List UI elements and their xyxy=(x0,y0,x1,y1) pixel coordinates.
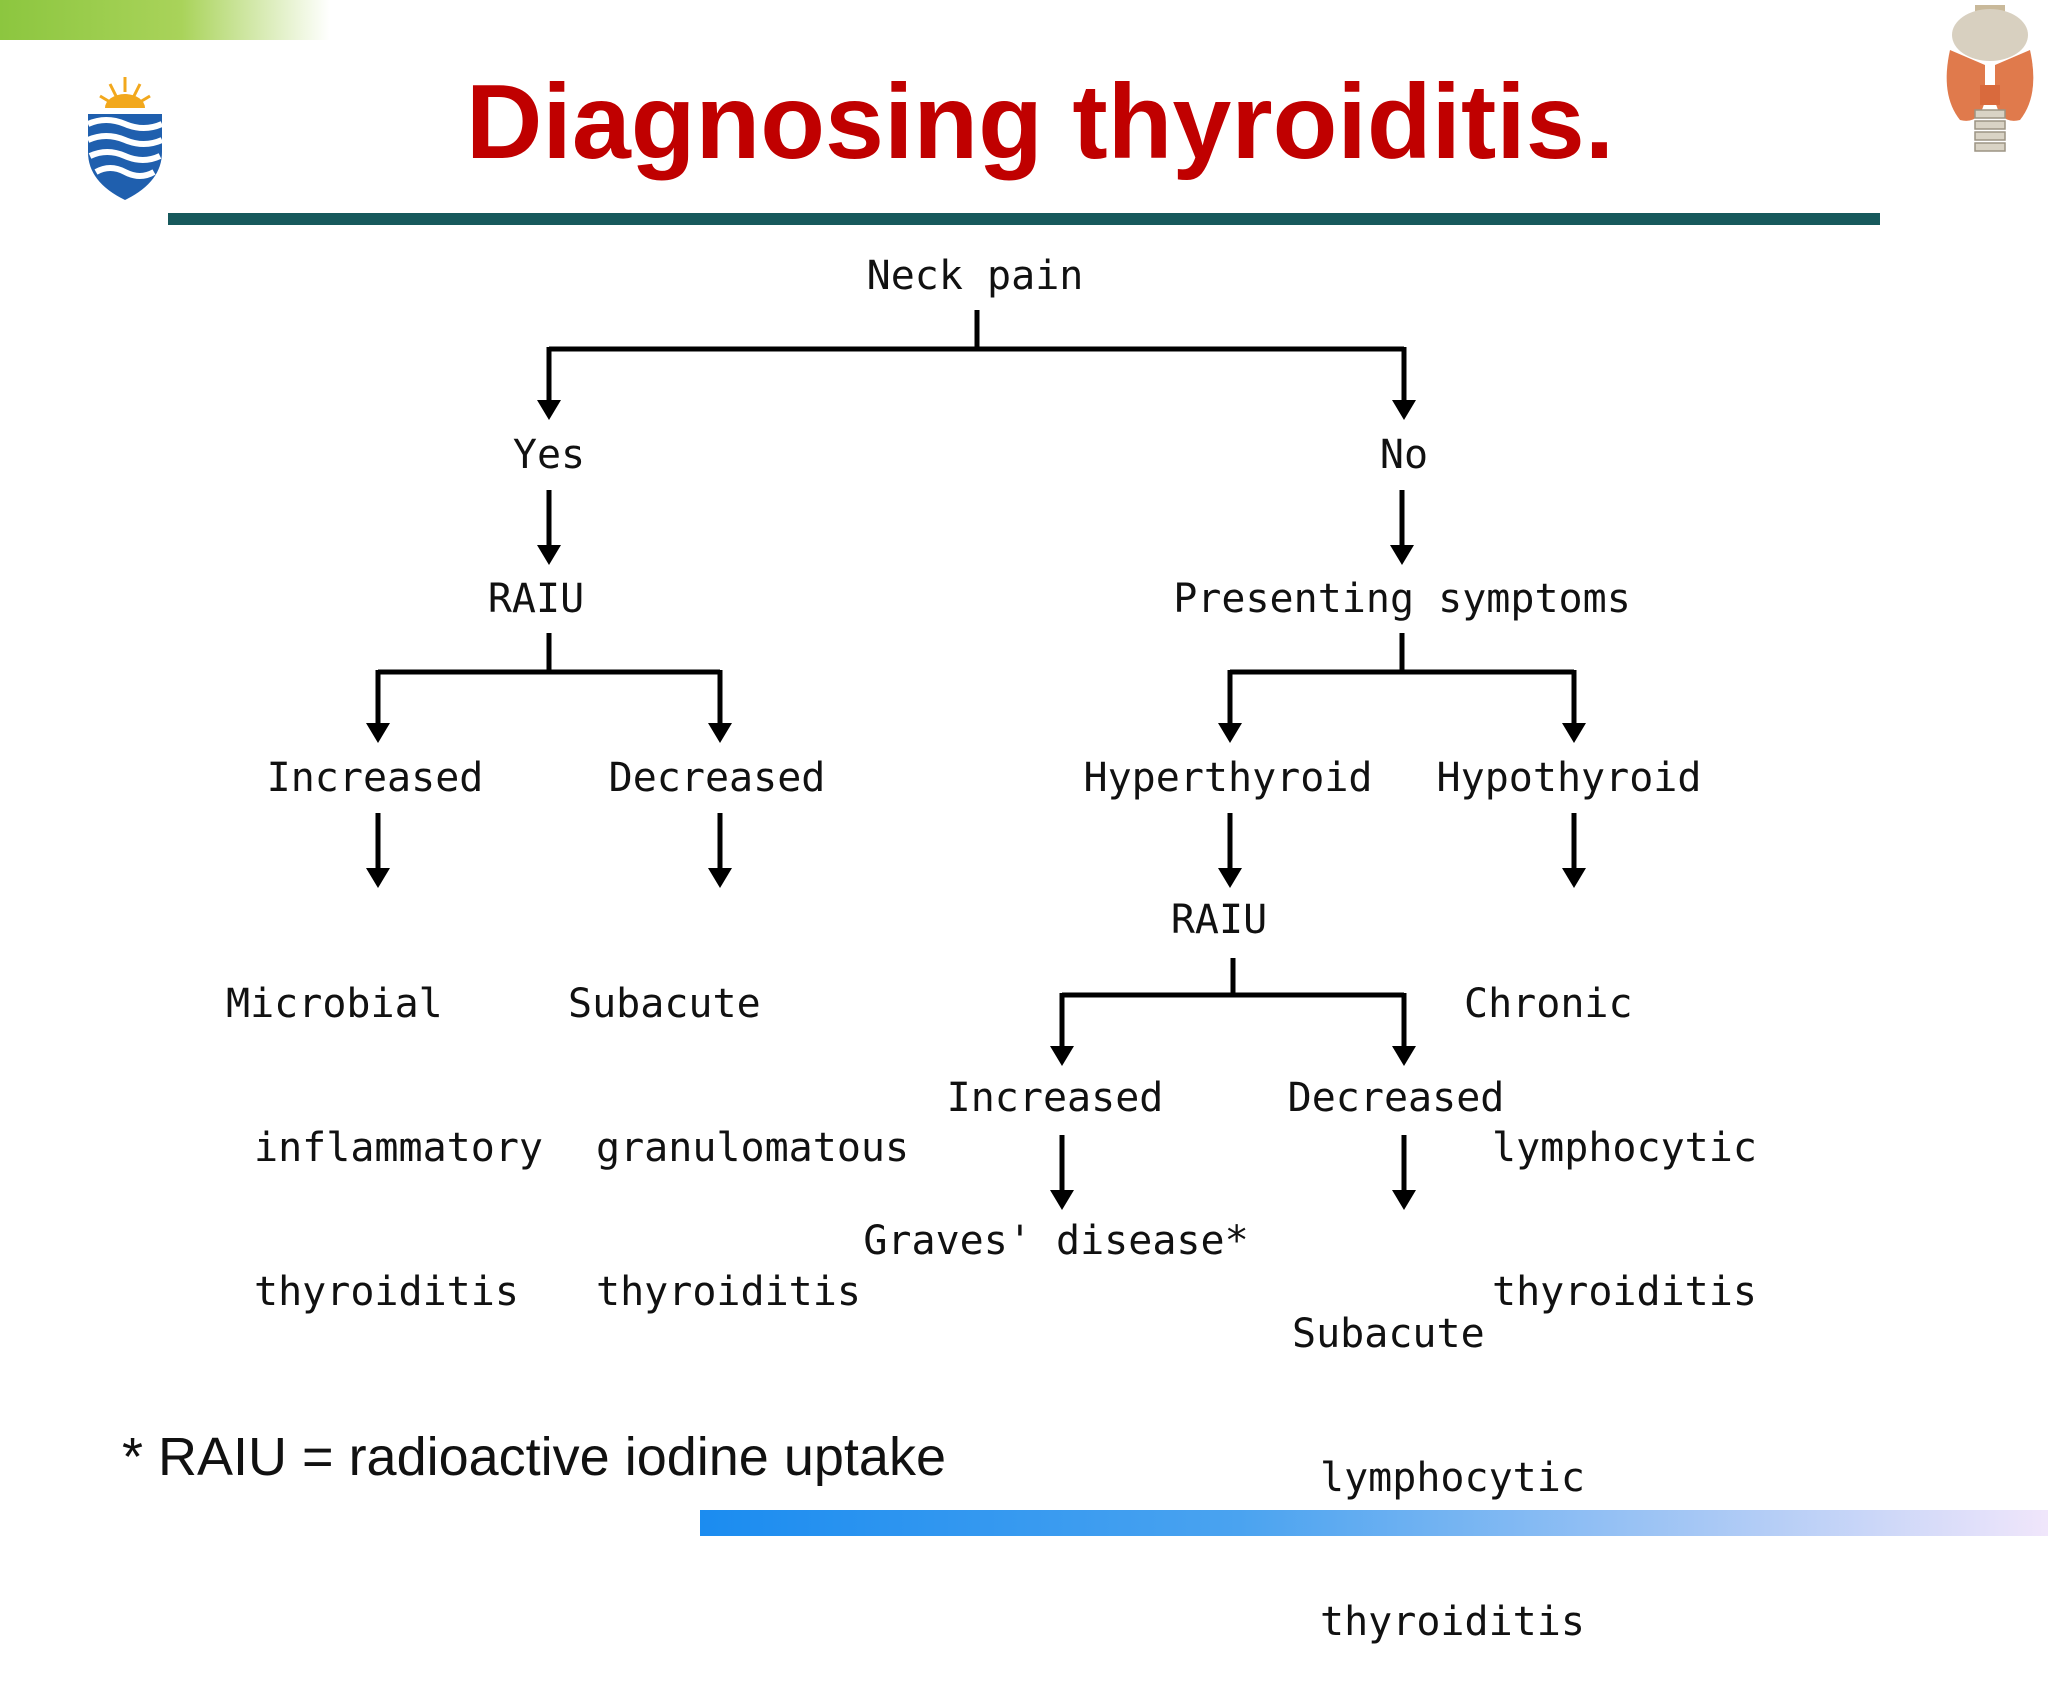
node-text-line: Subacute xyxy=(568,981,761,1027)
slide-title: Diagnosing thyroiditis. xyxy=(465,63,1615,181)
arrowheads xyxy=(366,400,1586,1210)
node-decreased-left: Decreased xyxy=(608,755,826,801)
node-subacute-granulomatous-thyroiditis: Subacute granulomatous thyroiditis xyxy=(568,884,909,1364)
node-graves-disease: Graves' disease* xyxy=(863,1218,1249,1264)
thyroid-anatomy-icon xyxy=(1946,5,2034,152)
node-text-line: lymphocytic xyxy=(1320,1455,1585,1501)
university-shield-logo-icon xyxy=(86,77,164,200)
node-presenting-symptoms: Presenting symptoms xyxy=(1173,576,1631,622)
bottom-accent-bar xyxy=(700,1510,2048,1536)
node-text-line: thyroiditis xyxy=(1492,1269,1757,1315)
node-text-line: Microbial xyxy=(226,981,443,1027)
node-text-line: Chronic xyxy=(1464,981,1633,1027)
node-chronic-lymphocytic-thyroiditis: Chronic lymphocytic thyroiditis xyxy=(1464,884,1757,1364)
node-text-line: lymphocytic xyxy=(1492,1125,1757,1171)
node-text-line: Subacute xyxy=(1292,1311,1485,1357)
node-decreased-right: Decreased xyxy=(1287,1075,1505,1121)
node-text-line: thyroiditis xyxy=(254,1269,519,1315)
raiu-footnote: * RAIU = radioactive iodine uptake xyxy=(122,1427,946,1487)
node-subacute-lymphocytic-thyroiditis: Subacute lymphocytic thyroiditis xyxy=(1292,1214,1585,1694)
node-text-line: inflammatory xyxy=(254,1125,543,1171)
title-divider xyxy=(168,213,1880,225)
node-yes: Yes xyxy=(512,432,586,478)
node-raiu-left: RAIU xyxy=(487,576,585,622)
node-hypothyroid: Hypothyroid xyxy=(1436,755,1702,801)
node-no: No xyxy=(1379,432,1429,478)
node-text-line: thyroiditis xyxy=(596,1269,861,1315)
node-text-line: thyroiditis xyxy=(1320,1599,1585,1645)
node-increased-left: Increased xyxy=(266,755,484,801)
node-neck-pain: Neck pain xyxy=(866,253,1084,299)
node-microbial-inflammatory-thyroiditis: Microbial inflammatory thyroiditis xyxy=(226,884,543,1364)
node-increased-right: Increased xyxy=(946,1075,1164,1121)
node-hyperthyroid: Hyperthyroid xyxy=(1083,755,1373,801)
flowchart-connectors xyxy=(366,310,1586,1210)
node-raiu-right: RAIU xyxy=(1170,897,1268,943)
node-text-line: granulomatous xyxy=(596,1125,910,1171)
top-accent-bar xyxy=(0,0,330,40)
connector-lines xyxy=(375,310,1577,1192)
